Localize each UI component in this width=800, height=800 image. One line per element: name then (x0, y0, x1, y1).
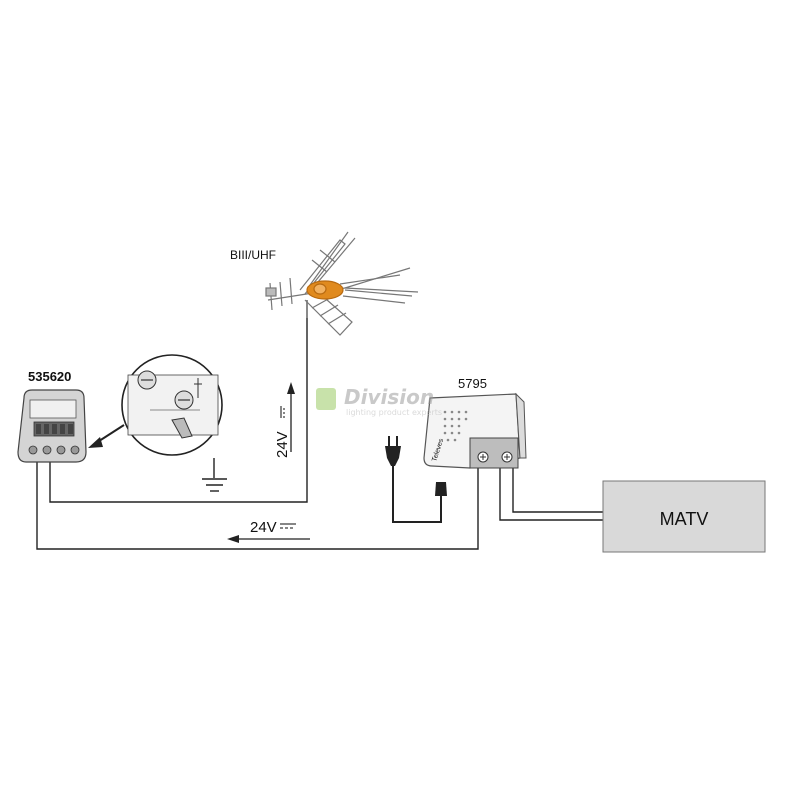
antenna-label: BIII/UHF (230, 248, 276, 262)
cable-amplifier-powersupply (36, 462, 479, 550)
watermark-tagline: lighting product experts (346, 408, 442, 417)
matv-box: MATV (602, 480, 766, 553)
magnifier-detail-icon (88, 354, 223, 456)
voltage-arrow-vertical: 24V (274, 382, 295, 458)
voltage-label-horizontal: 24V (250, 519, 277, 536)
matv-label: MATV (660, 509, 709, 529)
amplifier-icon (17, 389, 87, 463)
amplifier-label: 535620 (28, 369, 71, 384)
watermark-title: Division (344, 385, 434, 409)
voltage-label-vertical: 24V (274, 431, 291, 458)
cable-ps-matv-1 (499, 468, 603, 521)
wiring (36, 300, 603, 550)
ground-icon (202, 458, 227, 492)
plug-icon (385, 436, 447, 496)
cable-amplifier-antenna (49, 300, 308, 503)
voltage-arrow-horizontal: 24V (227, 519, 310, 543)
cable-ps-matv-2 (512, 468, 603, 513)
watermark: Division lighting product experts (316, 385, 442, 417)
mains-cable (392, 466, 442, 523)
power-supply-label: 5795 (458, 376, 487, 391)
power-supply-icon: Televes (423, 392, 527, 469)
antenna-icon (265, 231, 419, 336)
